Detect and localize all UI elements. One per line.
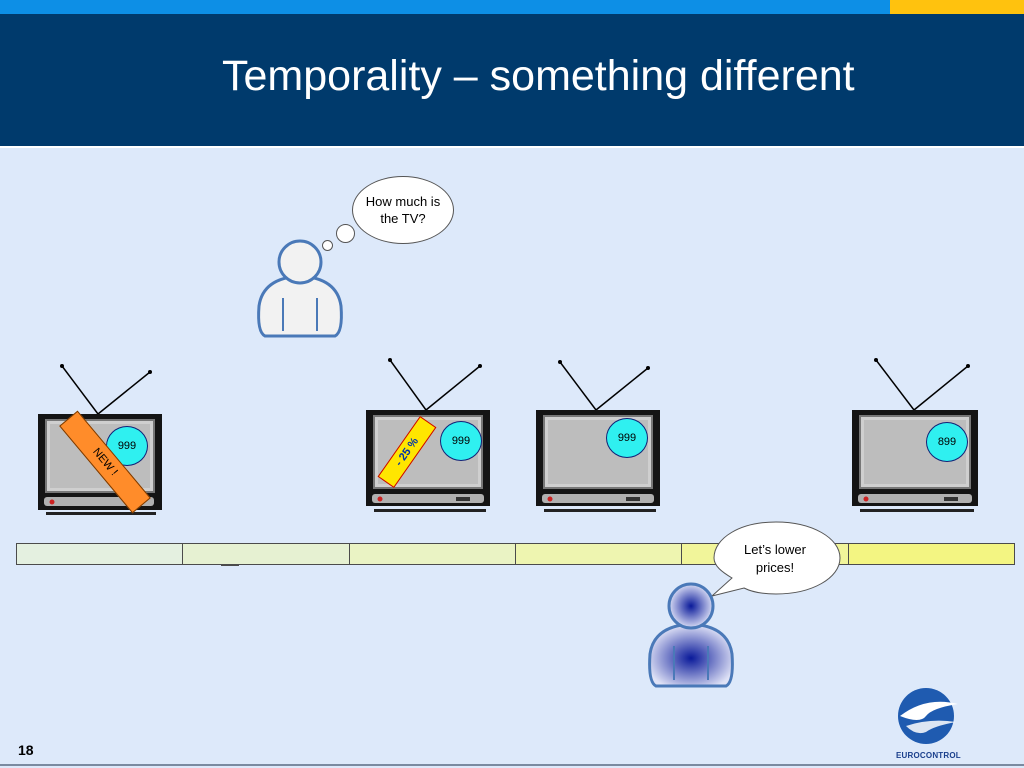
tv-4-price-badge: 899 (926, 422, 968, 462)
tv-2-price-badge: 999 (440, 421, 482, 461)
slide-title: Temporality – something different (222, 52, 855, 100)
tv-4-price: 899 (937, 436, 957, 448)
timeline-bar (16, 543, 1015, 565)
tv-3-price-badge: 999 (606, 418, 648, 458)
thought-dot-small (322, 240, 333, 251)
eurocontrol-logo-icon (898, 688, 958, 744)
logo-wordmark: EUROCONTROL (896, 751, 961, 760)
customer-figure-icon (257, 239, 343, 338)
speech-text: Let’s lower prices! (744, 542, 806, 575)
tv-2-price: 999 (451, 435, 471, 447)
speech-bubble (711, 521, 841, 597)
top-accent-yellow (890, 0, 1024, 14)
thought-dot-large (336, 224, 355, 243)
timeline-segment (514, 543, 683, 565)
timeline-marker (221, 564, 239, 566)
header-divider (0, 146, 1024, 148)
seller-figure-icon (648, 582, 734, 688)
top-accent-bar (0, 0, 890, 14)
thought-bubble: How much is the TV? (352, 176, 454, 244)
timeline-segment (16, 543, 184, 565)
tv-1-price: 999 (117, 440, 137, 452)
timeline-segment (348, 543, 516, 565)
slide-header: Temporality – something different (0, 14, 1024, 146)
page-number: 18 (18, 742, 34, 758)
tv-3-price: 999 (617, 432, 637, 444)
timeline-segment (182, 543, 350, 565)
timeline-segment (847, 543, 1015, 565)
footer-divider (0, 764, 1024, 766)
thought-text: How much is the TV? (365, 194, 441, 226)
